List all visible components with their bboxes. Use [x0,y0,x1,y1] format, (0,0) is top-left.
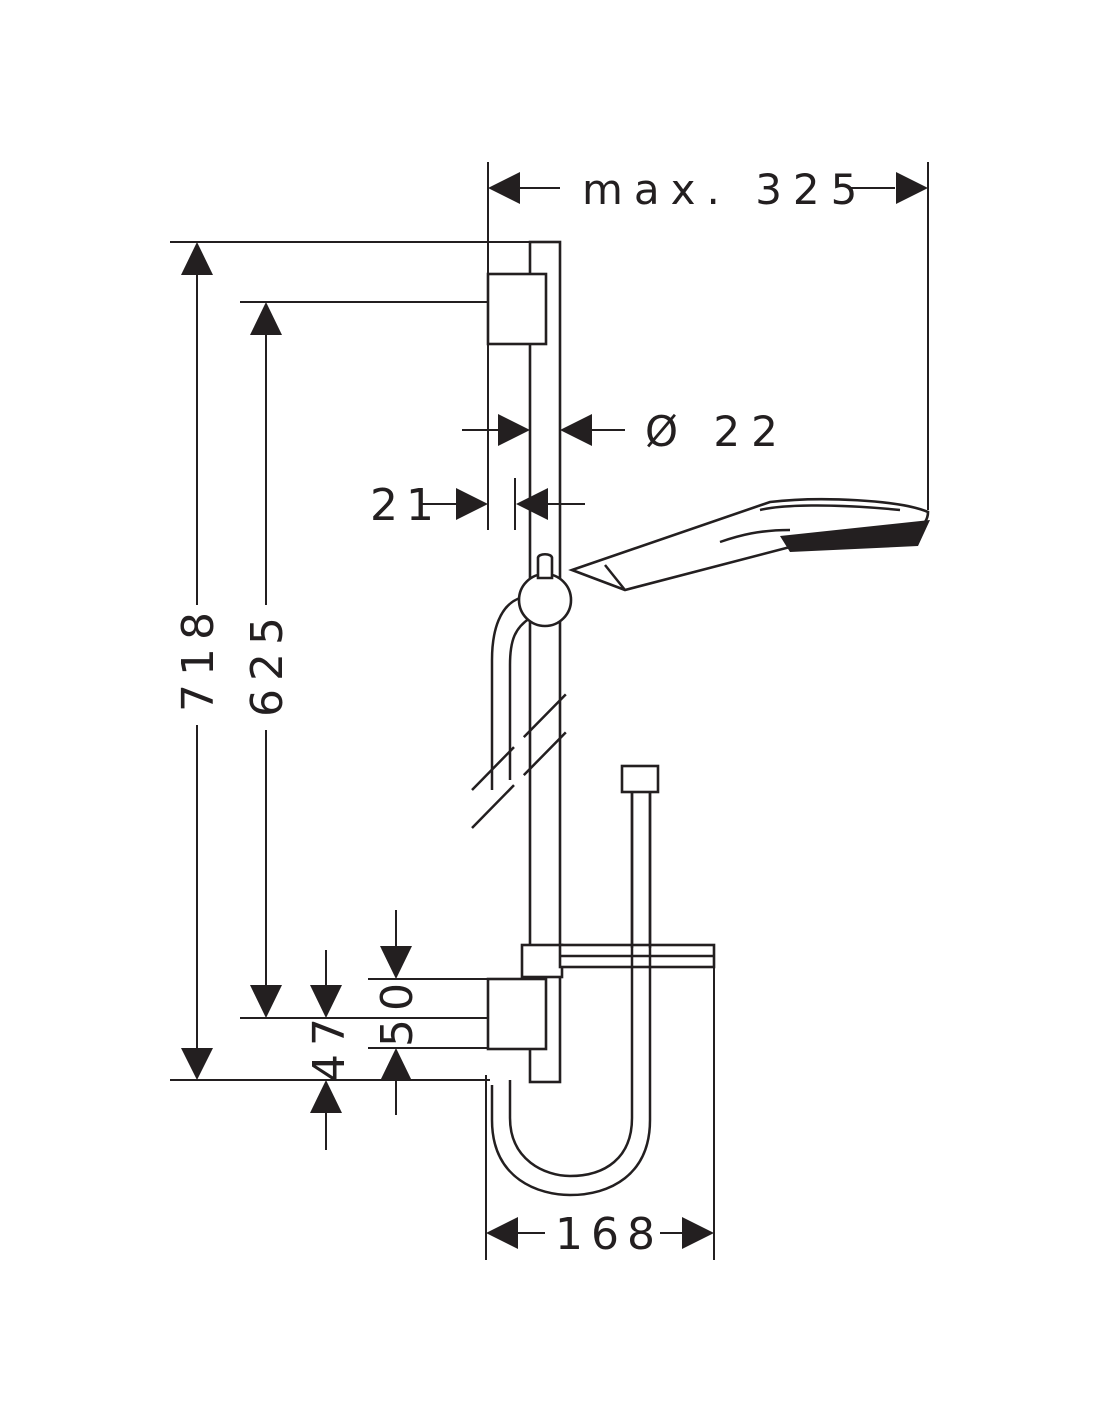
dim-718: 718 [173,242,224,1080]
extension-lines [170,162,929,1260]
shower-hose [490,596,660,1197]
dim-label-diameter-22: Ø 22 [645,407,789,456]
slider-ball [517,572,573,628]
dim-625: 625 [242,302,293,1018]
dim-47: 47 [304,950,355,1150]
top-wall-bracket [486,272,548,346]
dim-label-max-325: max. 325 [582,165,868,214]
hose-holder-block [520,943,564,979]
dim-50: 50 [372,910,423,1115]
dim-diameter-22: Ø 22 [462,407,789,456]
dim-label-47: 47 [304,1010,355,1082]
dim-label-21: 21 [370,480,442,531]
slider-knob [536,552,554,580]
dim-21: 21 [370,480,585,531]
bottom-wall-bracket [486,977,548,1051]
hose-connector [620,764,660,794]
break-lines [471,687,573,829]
dim-label-625: 625 [242,609,293,717]
dim-max-325: max. 325 [488,165,928,214]
dim-label-168: 168 [555,1209,663,1260]
dim-label-718: 718 [173,604,224,712]
spray-face [780,520,930,552]
slider-and-handshower [517,497,930,628]
dim-label-50: 50 [372,975,423,1047]
shower-rail [486,240,716,1084]
dim-168: 168 [486,1209,714,1260]
